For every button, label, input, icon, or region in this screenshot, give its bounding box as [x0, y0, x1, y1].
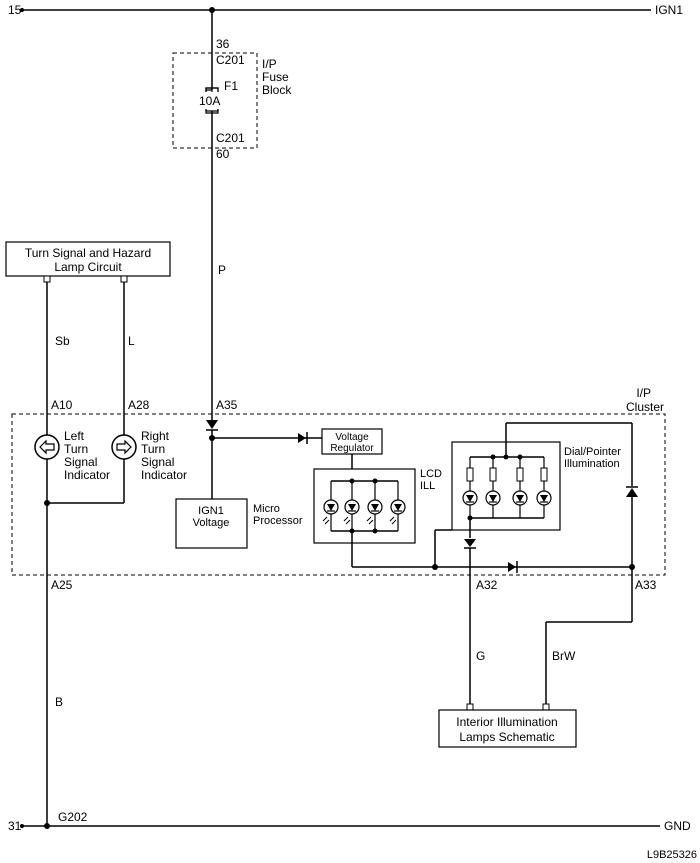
interior-illumination-box — [438, 703, 577, 748]
lcd-ill-box — [313, 468, 416, 567]
fuse-pin-top: 36 — [216, 37, 230, 51]
fuse-name: F1 — [224, 79, 238, 93]
left-ind-1: Left — [64, 429, 85, 443]
rail-15-label: 15 — [8, 3, 22, 17]
left-turn-indicator — [34, 434, 60, 460]
fuse-conn-top: C201 — [216, 53, 245, 67]
right-ind-4: Indicator — [141, 468, 187, 482]
rail-31-label: 31 — [8, 819, 22, 833]
right-ind-1: Right — [141, 429, 170, 443]
cluster-box — [11, 413, 666, 576]
fuse-block-title-2: Fuse — [262, 70, 289, 84]
wire-b-label: B — [55, 695, 63, 709]
wire-sb-label: Sb — [55, 334, 70, 348]
wire-l-label: L — [128, 334, 135, 348]
turn-signal-line2: Lamp Circuit — [54, 260, 122, 274]
interior-line2: Lamps Schematic — [459, 730, 554, 744]
wire-p-label: P — [218, 263, 226, 277]
lcd-2: ILL — [420, 480, 435, 492]
figure-code: L9B25326 — [647, 849, 697, 861]
micro-2: Processor — [253, 515, 303, 527]
left-ind-4: Indicator — [64, 468, 110, 482]
fuse-f1 — [205, 87, 219, 114]
right-turn-indicator — [44, 434, 137, 506]
ign1-voltage-box — [175, 498, 248, 549]
fuse-pin-bottom: 60 — [216, 147, 230, 161]
cluster-title-2: Cluster — [626, 400, 664, 414]
ign1-rail-label: IGN1 — [655, 3, 683, 17]
ign1-rail — [20, 7, 651, 13]
pin-a10: A10 — [51, 398, 73, 412]
ign1-box-2: Voltage — [193, 517, 230, 529]
fuse-conn-bottom: C201 — [216, 131, 245, 145]
micro-1: Micro — [253, 503, 280, 515]
gnd-rail-label: GND — [664, 819, 691, 833]
voltage-regulator-box — [321, 428, 383, 481]
a35-diode — [206, 420, 322, 499]
dial-1: Dial/Pointer — [564, 446, 621, 458]
a33-diode — [545, 423, 638, 704]
voltage-reg-1: Voltage — [335, 432, 369, 443]
turn-signal-box — [5, 241, 171, 283]
lcd-1: LCD — [420, 468, 442, 480]
ground-label: G202 — [58, 810, 88, 824]
fuse-rating: 10A — [199, 94, 220, 108]
wire-brw-label: BrW — [552, 649, 576, 663]
fuse-block-title-3: Block — [262, 83, 292, 97]
right-ind-2: Turn — [141, 442, 165, 456]
fuse-block-title-1: I/P — [262, 57, 277, 71]
left-ind-3: Signal — [64, 455, 97, 469]
pin-a32: A32 — [476, 578, 498, 592]
right-ind-3: Signal — [141, 455, 174, 469]
cluster-title-1: I/P — [636, 386, 651, 400]
turn-signal-line1: Turn Signal and Hazard — [25, 246, 151, 260]
pin-a25: A25 — [51, 578, 73, 592]
interior-line1: Interior Illumination — [456, 715, 557, 729]
pin-a35: A35 — [216, 398, 238, 412]
wire-g-label: G — [476, 649, 485, 663]
dial-2: Illumination — [564, 458, 620, 470]
pin-a33: A33 — [635, 578, 657, 592]
fuse-block — [172, 10, 258, 420]
pin-a28: A28 — [128, 398, 150, 412]
dial-pointer-box — [451, 422, 632, 710]
gnd-rail — [20, 823, 660, 829]
voltage-reg-2: Regulator — [330, 443, 374, 454]
ign1-box-1: IGN1 — [198, 505, 224, 517]
left-ind-2: Turn — [64, 442, 88, 456]
